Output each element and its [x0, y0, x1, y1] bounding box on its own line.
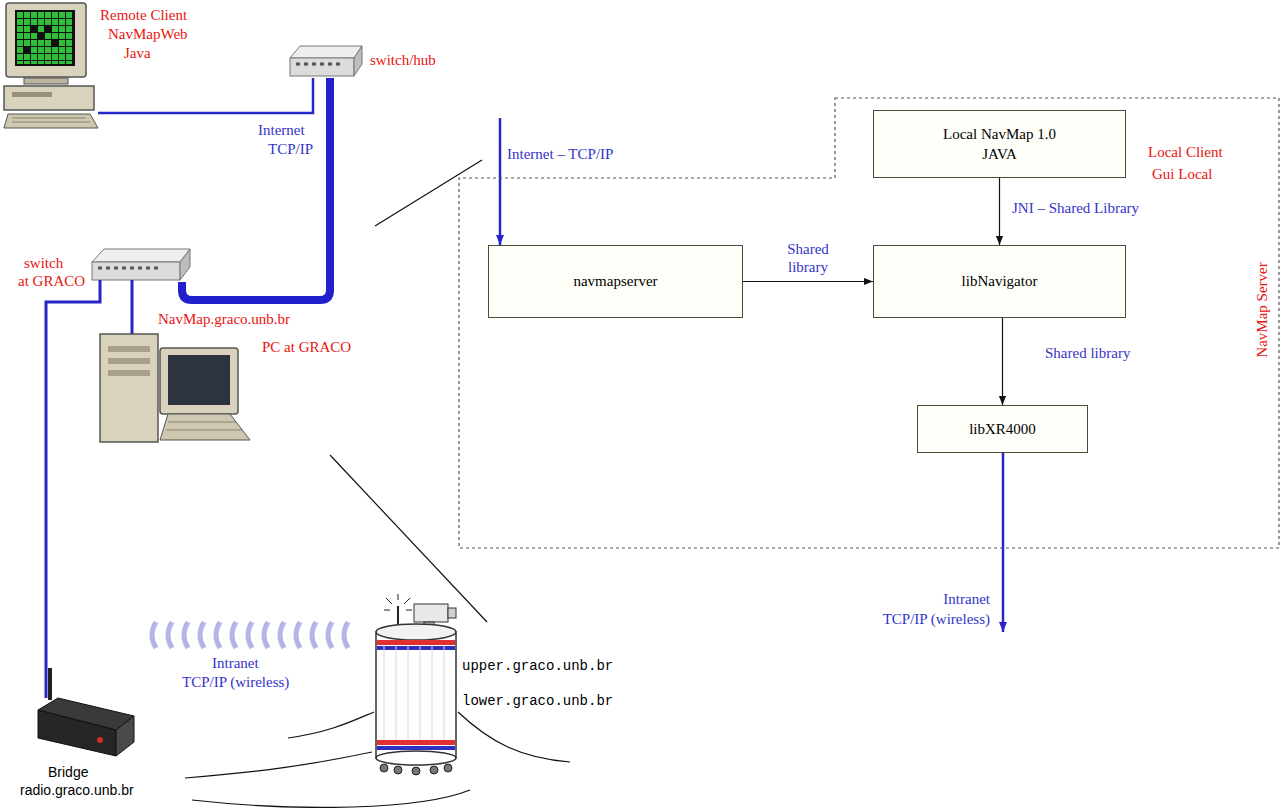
edge-label: JNI – Shared Library	[1012, 199, 1139, 217]
device-label: switch	[24, 254, 63, 272]
connector-arrow	[999, 178, 1000, 245]
switch-device	[92, 249, 190, 280]
dashed-border	[459, 98, 1279, 548]
link-label: TCP/IP (wireless)	[883, 610, 990, 628]
link-label: Intranet	[943, 590, 990, 608]
device-label: Java	[124, 44, 151, 62]
process-box: navmapserver	[488, 245, 743, 318]
device-label: PC at GRACO	[262, 338, 351, 356]
box-label: Local NavMap 1.0 JAVA	[925, 124, 1075, 165]
link-label: Internet	[258, 121, 305, 139]
region-title: NavMap Server	[1253, 262, 1271, 357]
box-label: navmapserver	[573, 271, 657, 291]
host-name: NavMap.graco.unb.br	[158, 310, 290, 328]
device-label: switch/hub	[370, 51, 436, 69]
device-label: Remote Client	[100, 6, 187, 24]
link-label: Intranet	[212, 654, 259, 672]
box-label: libNavigator	[962, 271, 1038, 291]
link-label: TCP/IP (wireless)	[182, 673, 289, 691]
host-name: upper.graco.unb.br	[462, 658, 613, 675]
process-box: libXR4000	[917, 405, 1088, 453]
intranet-arrow	[1002, 453, 1005, 632]
device-label: NavMapWeb	[108, 25, 188, 43]
client-label: Gui Local	[1152, 165, 1212, 183]
device-label: at GRACO	[18, 272, 85, 290]
network-cable	[98, 78, 313, 113]
wireless-bridge	[38, 668, 134, 756]
pc-computer	[100, 334, 250, 442]
switch-hub-device	[290, 46, 362, 76]
network-cable	[46, 280, 100, 698]
link-label: Internet – TCP/IP	[507, 145, 613, 163]
box-label: libXR4000	[969, 419, 1036, 439]
connector-arrow	[1002, 318, 1003, 405]
edge-label: Shared library	[1045, 344, 1130, 362]
server-region: NavMap Server Local NavMap 1.0 JAVA navmap…	[458, 97, 1281, 549]
edge-label: Shared library	[776, 240, 840, 276]
connector-arrow	[743, 281, 873, 282]
network-cable	[131, 280, 134, 334]
process-box: libNavigator	[873, 245, 1126, 318]
internet-link	[182, 78, 330, 300]
region-outline	[458, 97, 1281, 549]
host-name: lower.graco.unb.br	[462, 693, 613, 710]
wireless-waves	[152, 622, 348, 648]
link-label: TCP/IP	[268, 140, 313, 158]
remote-computer	[4, 3, 98, 128]
internet-arrow	[499, 118, 502, 245]
mobile-robot	[376, 594, 456, 775]
client-label: Local Client	[1148, 143, 1223, 161]
device-label: Bridge	[48, 764, 88, 781]
host-name: radio.graco.unb.br	[20, 782, 134, 799]
process-box: Local NavMap 1.0 JAVA	[873, 110, 1126, 178]
